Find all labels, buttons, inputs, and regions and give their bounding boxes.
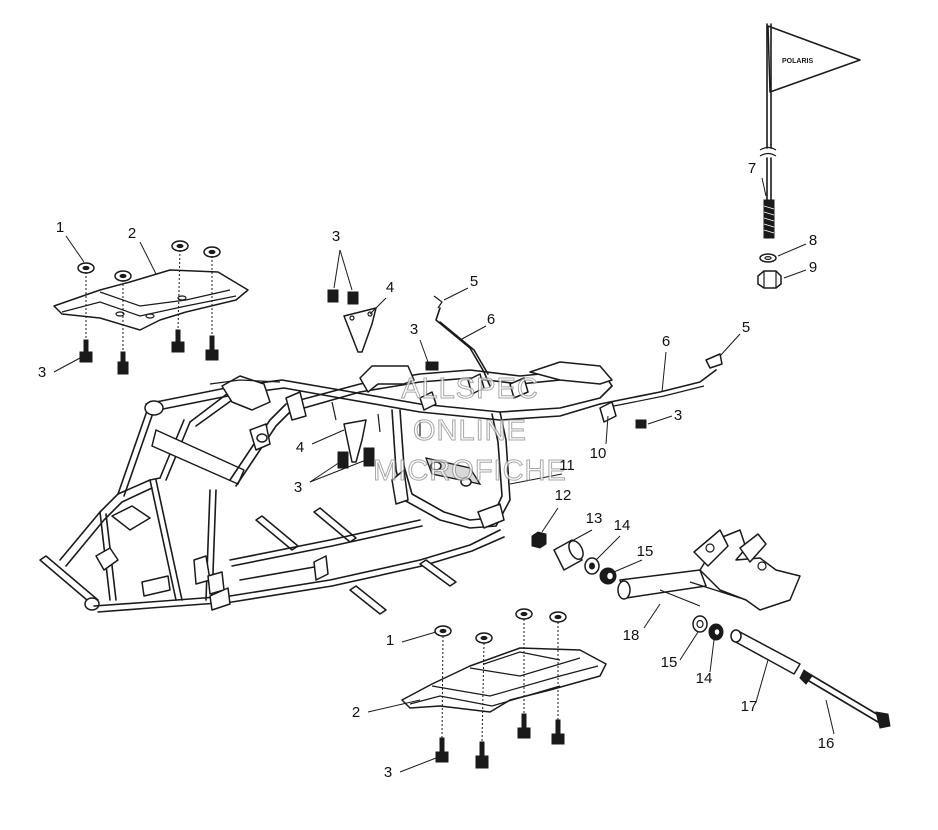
skid-plate-upper [53, 269, 249, 331]
callout-14: 14 [614, 517, 631, 534]
callout-1: 1 [386, 632, 394, 649]
pivot-washer-14-lower [708, 623, 724, 641]
callout-13: 13 [586, 510, 603, 527]
callout-3: 3 [384, 764, 392, 781]
bolts-lower [435, 713, 565, 769]
callout-18: 18 [623, 627, 640, 644]
flag-brand-text: POLARIS [782, 58, 813, 65]
swingarm [617, 529, 801, 611]
bracket-4-upper [343, 307, 377, 353]
callout-17: 17 [741, 698, 758, 715]
callout-1: 1 [56, 219, 64, 236]
safety-flag: POLARIS [759, 23, 861, 239]
callout-9: 9 [809, 259, 817, 276]
callout-6: 6 [487, 311, 495, 328]
dashed-fastener-lines-upper [85, 249, 213, 352]
pivot-tube-17 [730, 629, 801, 675]
callout-14: 14 [696, 670, 713, 687]
callout-3: 3 [410, 321, 418, 338]
dashed-fastener-lines-lower [441, 619, 559, 743]
callout-leaders [53, 177, 835, 773]
bolts-upper [79, 329, 219, 375]
cable-6-left [433, 295, 491, 387]
watermark-line-3: MICROFICHE [373, 455, 567, 487]
callout-12: 12 [555, 487, 572, 504]
callout-7: 7 [748, 160, 756, 177]
nut-9 [757, 270, 782, 289]
callout-2: 2 [128, 225, 136, 242]
bracket-4-lower [343, 419, 367, 463]
callout-15: 15 [637, 543, 654, 560]
pivot-bolt-16 [799, 669, 891, 729]
watermark-line-2: ONLINE [413, 415, 527, 447]
callout-2: 2 [352, 704, 360, 721]
callout-5: 5 [742, 319, 750, 336]
skid-plate-lower [401, 647, 607, 713]
pivot-nut-12 [531, 531, 547, 549]
bolts-3-center [327, 289, 647, 469]
callout-3: 3 [294, 479, 302, 496]
pivot-bushing-13 [553, 539, 584, 571]
callout-10: 10 [590, 445, 607, 462]
callout-11: 11 [559, 457, 575, 474]
atv-main-frame [39, 361, 613, 615]
callout-3: 3 [674, 407, 682, 424]
pivot-seal-15 [599, 567, 617, 585]
washers-upper [77, 240, 221, 282]
callout-6: 6 [662, 333, 670, 350]
watermark-line-1: ALLSPEC [401, 373, 539, 405]
callout-4: 4 [386, 279, 394, 296]
callout-8: 8 [809, 232, 817, 249]
callout-4: 4 [296, 439, 304, 456]
washers-lower [434, 608, 567, 644]
callout-15: 15 [661, 654, 678, 671]
cable-6-right [599, 353, 723, 423]
washer-8 [759, 253, 777, 263]
pivot-washer-14 [584, 557, 600, 575]
pivot-seal-15-lower [692, 615, 708, 633]
callout-16: 16 [818, 735, 835, 752]
microfiche-watermark: ALLSPEC ONLINE MICROFICHE [373, 373, 567, 488]
callout-3: 3 [332, 228, 340, 245]
callout-3: 3 [38, 364, 46, 381]
callout-5: 5 [470, 273, 478, 290]
